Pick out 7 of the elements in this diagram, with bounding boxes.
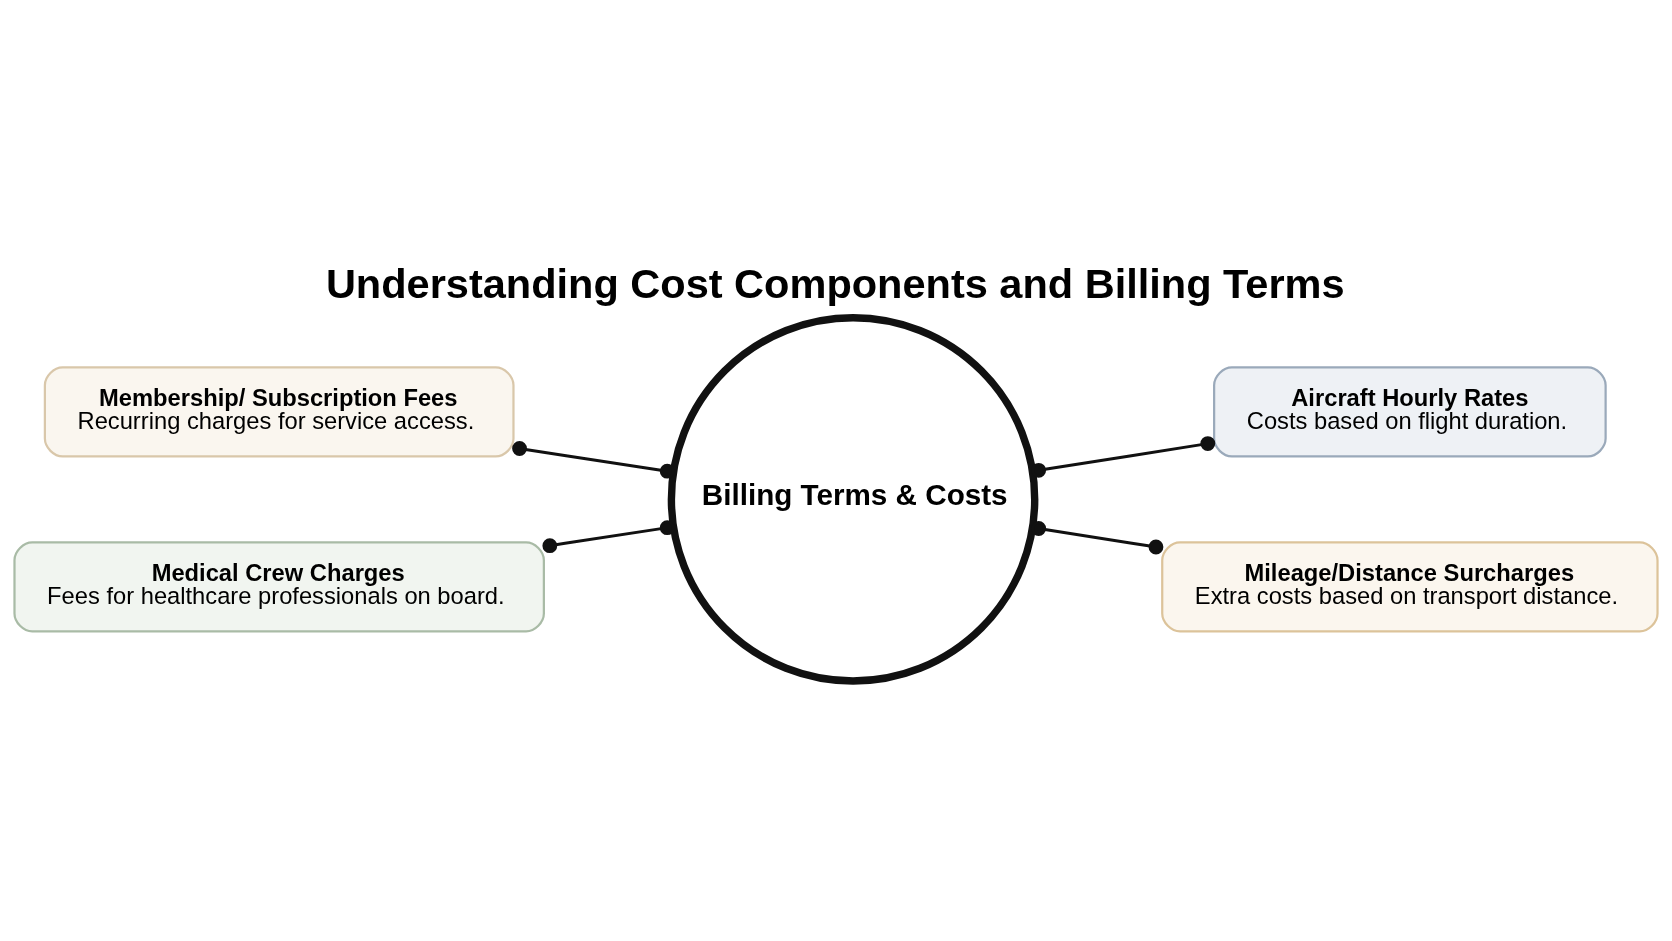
node-box: Aircraft Hourly Rates Costs based on flight duration. <box>1213 366 1607 458</box>
diagram-title: Understanding Cost Components and Billing Terms <box>325 259 1345 307</box>
node-circle: Billing Terms & Costs <box>667 314 1039 685</box>
node-box: Mileage/Distance Surcharges Extra costs based on transport distance. <box>1161 541 1659 633</box>
connector <box>1031 521 1164 555</box>
node-box: Membership/ Subscription Fees Recurring charges for service access. <box>43 366 515 458</box>
node-box: Medical Crew Charges Fees for healthcare professionals on board. <box>13 541 545 633</box>
